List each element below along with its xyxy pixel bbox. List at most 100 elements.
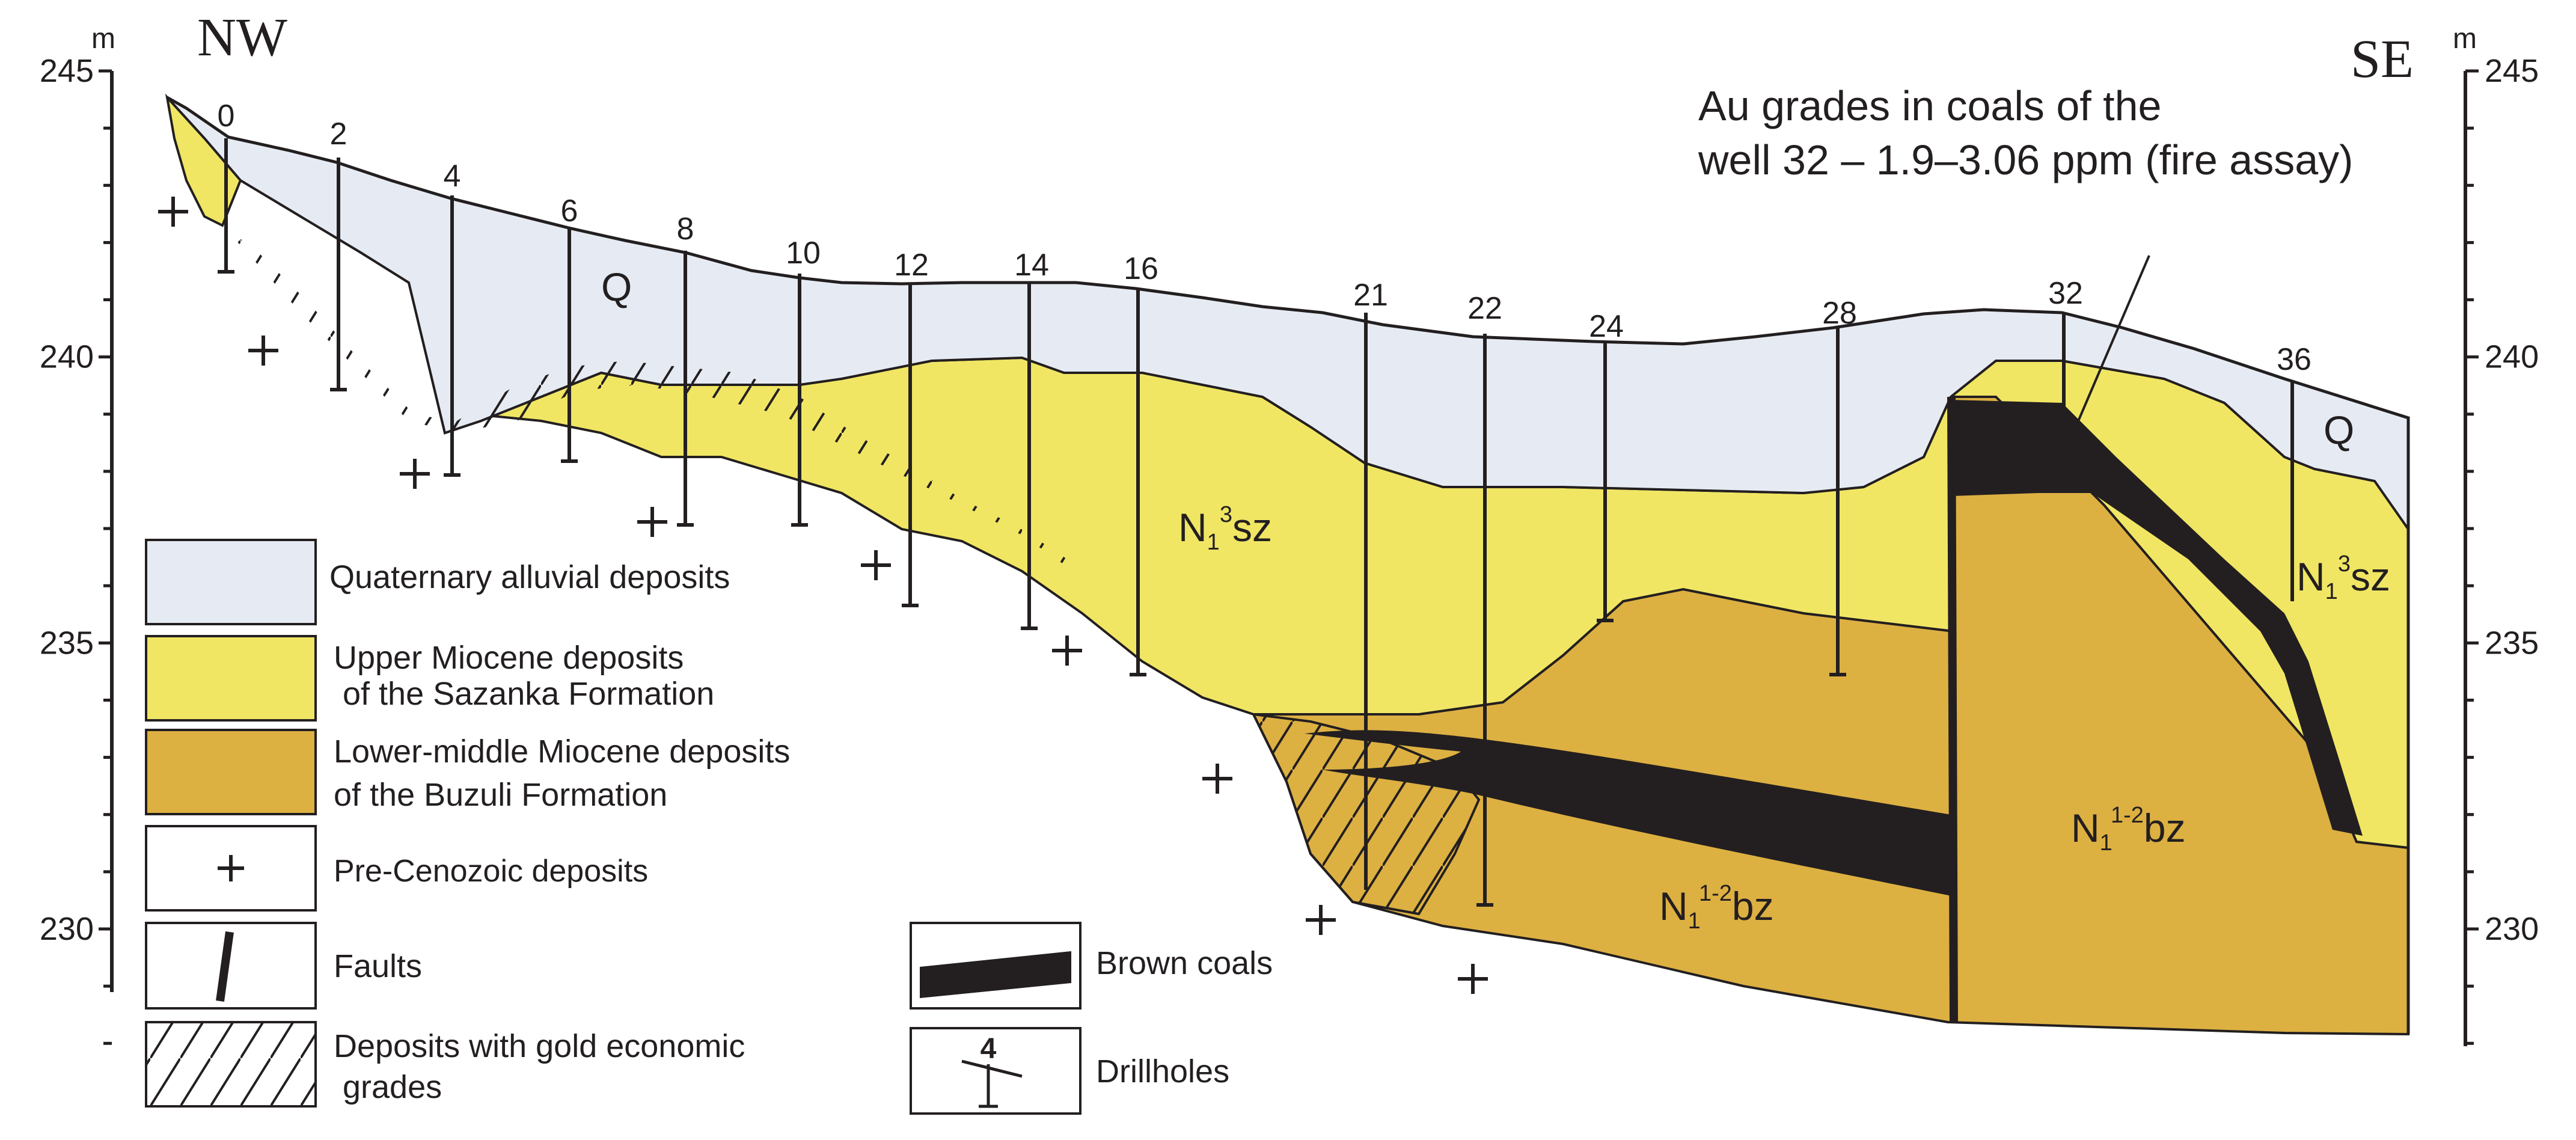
brown-coal-seam-left — [1305, 730, 1951, 896]
plus-marker — [1458, 964, 1488, 994]
annotation-line-2: well 32 – 1.9–3.06 ppm (fire assay) — [1698, 136, 2353, 183]
legend-label-buzuli-1: Lower-middle Miocene deposits — [334, 734, 790, 770]
legend-label-brown-coals: Brown coals — [1096, 945, 1273, 981]
plus-marker — [400, 459, 430, 489]
drillhole-label: 6 — [561, 194, 578, 228]
drillhole: 0 — [218, 99, 235, 274]
drillhole-label: 4 — [444, 159, 461, 194]
unit-label-bz-right: N11-2bz — [2071, 803, 2186, 856]
right-axis-unit: m — [2453, 23, 2477, 55]
axis-tick-label: 240 — [2485, 339, 2539, 375]
legend-label-sazanka-1: Upper Miocene deposits — [334, 640, 684, 676]
unit-label-suffix: sz — [1232, 505, 1272, 550]
unit-label-q-main: Q — [601, 265, 632, 309]
plus-marker — [1306, 905, 1336, 935]
unit-label-base: N — [1178, 505, 1207, 550]
axis-tick-label: 235 — [40, 625, 94, 661]
legend-label-sazanka-2: of the Sazanka Formation — [334, 676, 714, 712]
axis-tick-label: 235 — [2485, 625, 2539, 661]
left-axis-unit: m — [91, 23, 115, 55]
unit-label-suffix: bz — [2144, 806, 2186, 850]
direction-se: SE — [2351, 29, 2414, 89]
legend-drillhole-icon — [961, 1059, 1023, 1108]
plus-marker — [248, 336, 278, 366]
drillhole: 24 — [1589, 309, 1624, 622]
drillhole-label: 10 — [786, 236, 821, 271]
fault-line — [1947, 396, 1958, 1023]
legend-coal-icon — [920, 951, 1071, 998]
drillhole-label: 14 — [1014, 248, 1049, 283]
axis-tick-label: 230 — [40, 911, 94, 947]
legend-drillhole-number: 4 — [981, 1033, 997, 1065]
legend-swatch-gold — [145, 1021, 317, 1108]
drillhole: 12 — [894, 248, 929, 607]
cross-section-units — [165, 93, 2410, 1036]
legend-label-drillholes: Drillholes — [1096, 1053, 1229, 1089]
unit-label-sub: 1 — [2325, 579, 2338, 604]
drillhole-label: 16 — [1124, 251, 1158, 286]
drillhole: 8 — [677, 212, 694, 527]
unit-label-base: N — [1659, 884, 1688, 928]
legend-fault-icon — [216, 931, 234, 1002]
legend-swatch-sazanka — [145, 635, 317, 722]
drillhole: 22 — [1467, 291, 1502, 907]
drillhole-label: 0 — [218, 99, 235, 133]
unit-label-base: N — [2296, 554, 2325, 599]
drillhole: 10 — [786, 236, 821, 527]
drillhole-label: 8 — [677, 212, 694, 247]
unit-label-q-right: Q — [2324, 408, 2354, 452]
legend-label-faults: Faults — [334, 948, 422, 984]
plus-marker — [1052, 636, 1082, 666]
left-axis-ticks: 245 240 235 230 — [40, 53, 112, 1045]
direction-nw: NW — [197, 8, 287, 67]
drillhole-label: 2 — [330, 117, 347, 152]
plus-marker — [637, 507, 667, 537]
unit-label-sub: 1 — [2100, 830, 2112, 856]
drillhole-label: 22 — [1467, 291, 1502, 326]
pre-cenozoic-markers — [158, 197, 1488, 994]
drillhole: 28 — [1822, 296, 1857, 676]
sazanka-outcrop-nw — [165, 93, 242, 227]
drillhole-label: 28 — [1822, 296, 1857, 331]
legend-plus-icon — [218, 855, 244, 881]
unit-label-sup: 3 — [1220, 502, 1232, 527]
drillhole-label: 21 — [1353, 278, 1388, 313]
axis-tick-label: 230 — [2485, 911, 2539, 947]
brown-coal-seam-right — [1951, 400, 2363, 836]
drillhole-label: 32 — [2048, 276, 2083, 311]
unit-label-sup: 1-2 — [1699, 881, 1732, 906]
legend-label-quaternary: Quaternary alluvial deposits — [329, 559, 730, 595]
plus-marker — [158, 197, 188, 227]
drillhole: 2 — [330, 117, 347, 391]
legend-label-gold-2: grades — [334, 1069, 442, 1105]
unit-label-sz-center: N13sz — [1178, 502, 1272, 555]
unit-label-sup: 1-2 — [2111, 803, 2144, 828]
unit-label-bz-center: N1 1-2bz — [1659, 881, 1774, 934]
unit-label-sub: 1 — [1207, 530, 1220, 555]
drillhole: 14 — [1014, 248, 1049, 630]
axis-tick-label: 240 — [40, 339, 94, 375]
gold-grade-zone-upper — [222, 225, 1082, 577]
drillhole: 36 — [2277, 342, 2311, 601]
plus-marker — [1202, 764, 1232, 794]
unit-label-base: N — [2071, 806, 2100, 850]
legend-label-buzuli-2: of the Buzuli Formation — [334, 777, 667, 813]
axis-tick-label: 245 — [40, 53, 94, 89]
plus-marker — [861, 550, 891, 580]
unit-label-suffix: sz — [2351, 554, 2390, 599]
drillhole: 6 — [561, 194, 578, 463]
unit-label-sub: 1 — [1688, 909, 1700, 934]
ground-surface — [166, 96, 2410, 1034]
legend-label-pre-cenozoic: Pre-Cenozoic deposits — [334, 854, 648, 889]
drillhole: 16 — [1124, 251, 1158, 676]
annotation-leader-line — [2067, 255, 2150, 446]
unit-label-sz-right: N13sz — [2296, 551, 2390, 604]
unit-label-suffix: bz — [1732, 884, 1774, 928]
unit-label-sup: 3 — [2338, 551, 2351, 577]
legend-label-gold-1: Deposits with gold economic — [334, 1028, 745, 1064]
legend-swatch-buzuli — [145, 729, 317, 815]
legend: Quaternary alluvial deposits Upper Mioce… — [145, 539, 1273, 1115]
